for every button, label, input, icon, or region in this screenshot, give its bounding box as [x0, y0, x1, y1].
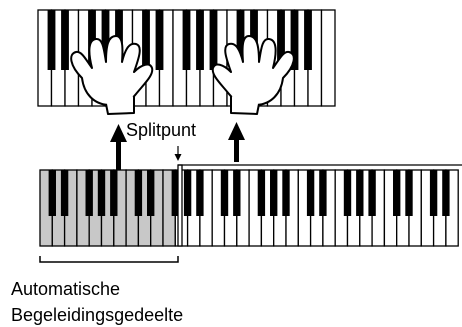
black-key	[290, 10, 299, 70]
black-key	[182, 10, 191, 70]
black-key	[183, 170, 192, 216]
black-key	[270, 170, 278, 216]
accompaniment-bracket	[39, 256, 179, 263]
black-key	[209, 10, 218, 70]
black-key	[356, 170, 364, 216]
black-key	[429, 170, 438, 216]
black-key	[101, 10, 110, 70]
black-key	[236, 10, 245, 70]
white-key	[320, 9, 336, 107]
down-arrow-icon	[174, 146, 182, 161]
black-key	[282, 170, 290, 216]
black-key	[110, 170, 118, 216]
accompaniment-label-line2: Begeleidingsgedeelte	[11, 305, 183, 325]
lower-keyboard	[39, 164, 462, 247]
black-key	[233, 170, 241, 216]
black-key	[277, 10, 285, 70]
black-key	[147, 170, 155, 216]
black-key	[134, 170, 143, 216]
black-key	[85, 170, 93, 216]
accompaniment-label-line1: Automatische	[11, 279, 120, 299]
keyboard-end-panel	[177, 164, 183, 247]
black-key	[48, 170, 56, 216]
up-arrow-icon	[110, 124, 127, 172]
black-key	[60, 170, 69, 216]
black-key	[61, 10, 69, 70]
black-key	[304, 10, 312, 70]
black-key	[97, 170, 106, 216]
black-key	[442, 170, 450, 216]
black-key	[142, 10, 150, 70]
black-key	[171, 170, 179, 216]
split-point-label: Splitpunt	[126, 120, 196, 140]
black-key	[306, 170, 315, 216]
black-key	[368, 170, 376, 216]
black-key	[155, 10, 164, 70]
black-key	[343, 170, 352, 216]
black-key	[220, 170, 229, 216]
black-key	[319, 170, 327, 216]
black-key	[393, 170, 401, 216]
black-key	[405, 170, 413, 216]
left-hand-icon	[70, 35, 154, 115]
up-arrow-icon	[228, 122, 245, 162]
black-key	[257, 170, 266, 216]
black-key	[47, 10, 56, 70]
black-key	[196, 10, 204, 70]
right-hand-icon	[211, 35, 295, 115]
black-key	[196, 170, 204, 216]
